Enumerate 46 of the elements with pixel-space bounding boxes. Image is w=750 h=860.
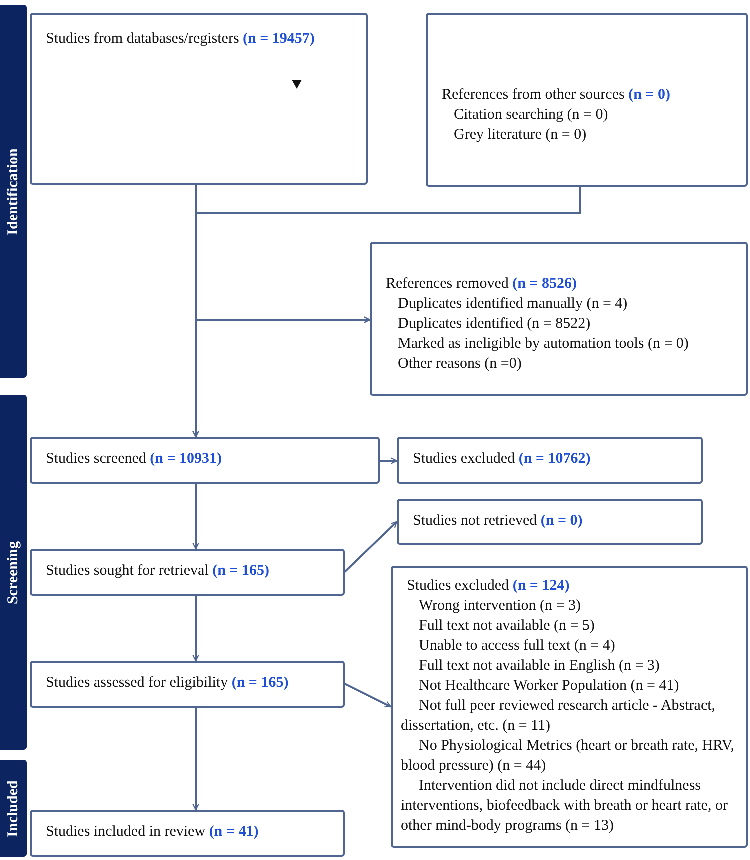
box-line: Citation searching (n = 0) (453, 106, 610, 125)
box-line: Wrong intervention (n = 3) (418, 597, 582, 616)
box-heading: Studies included in review (n = 41) (45, 823, 260, 842)
process-box (30, 661, 345, 708)
process-box (370, 242, 748, 396)
box-heading: References from other sources (n = 0) (441, 86, 672, 105)
box-line: Not Healthcare Worker Population (n = 41) (418, 677, 680, 696)
stage-label: Identification (5, 148, 22, 235)
arrow (380, 458, 398, 464)
arrow (192, 596, 200, 662)
arrow (344, 683, 392, 708)
box-heading: Studies not retrieved (n = 0) (412, 512, 584, 531)
box-heading: Studies from databases/registers (n = 19457) (45, 30, 316, 49)
process-box (426, 13, 748, 187)
box-line: Duplicates identified manually (n = 4) (397, 295, 629, 314)
arrow (192, 484, 200, 550)
box-line: Intervention did not include direct mindfulness interventions, biofeedback with breath or heart rate, or other mind-body programs (n = 13) (401, 777, 729, 836)
stage-label: Included (5, 780, 22, 837)
stage-band (0, 760, 27, 857)
box-heading: Studies excluded (n = 124) (406, 577, 571, 596)
process-box (391, 566, 748, 848)
box-heading: Studies assessed for eligibility (n = 165) (45, 674, 290, 693)
stage-band (0, 5, 27, 378)
process-box (30, 13, 368, 185)
box-line: Other reasons (n =0) (397, 355, 523, 374)
box-heading: Studies excluded (n = 10762) (412, 450, 592, 469)
process-box (30, 549, 345, 596)
process-box (397, 437, 703, 484)
box-line: Unable to access full text (n = 4) (418, 637, 616, 656)
box-line: Full text not available in English (n = 3) (418, 657, 661, 676)
box-heading: Studies sought for retrieval (n = 165) (45, 562, 271, 581)
arrow (344, 521, 398, 573)
arrow (192, 708, 200, 811)
process-box (30, 810, 345, 857)
box-line: No Physiological Metrics (heart or breath rate, HRV, blood pressure) (n = 44) (401, 737, 736, 776)
box-line: Duplicates identified (n = 8522) (397, 315, 592, 334)
stage-band (0, 395, 27, 750)
box-heading: Studies screened (n = 10931) (45, 450, 224, 469)
box-line: Grey literature (n = 0) (453, 126, 588, 145)
box-line: Full text not available (n = 5) (418, 617, 596, 636)
box-heading: References removed (n = 8526) (385, 275, 578, 294)
box-line: Marked as ineligible by automation tools (n = 0) (397, 335, 690, 354)
stage-label: Screening (5, 540, 22, 604)
process-box (397, 499, 703, 545)
box-line: Not full peer reviewed research article - Abstract, dissertation, etc. (n = 11) (401, 697, 717, 736)
process-box (30, 437, 380, 484)
